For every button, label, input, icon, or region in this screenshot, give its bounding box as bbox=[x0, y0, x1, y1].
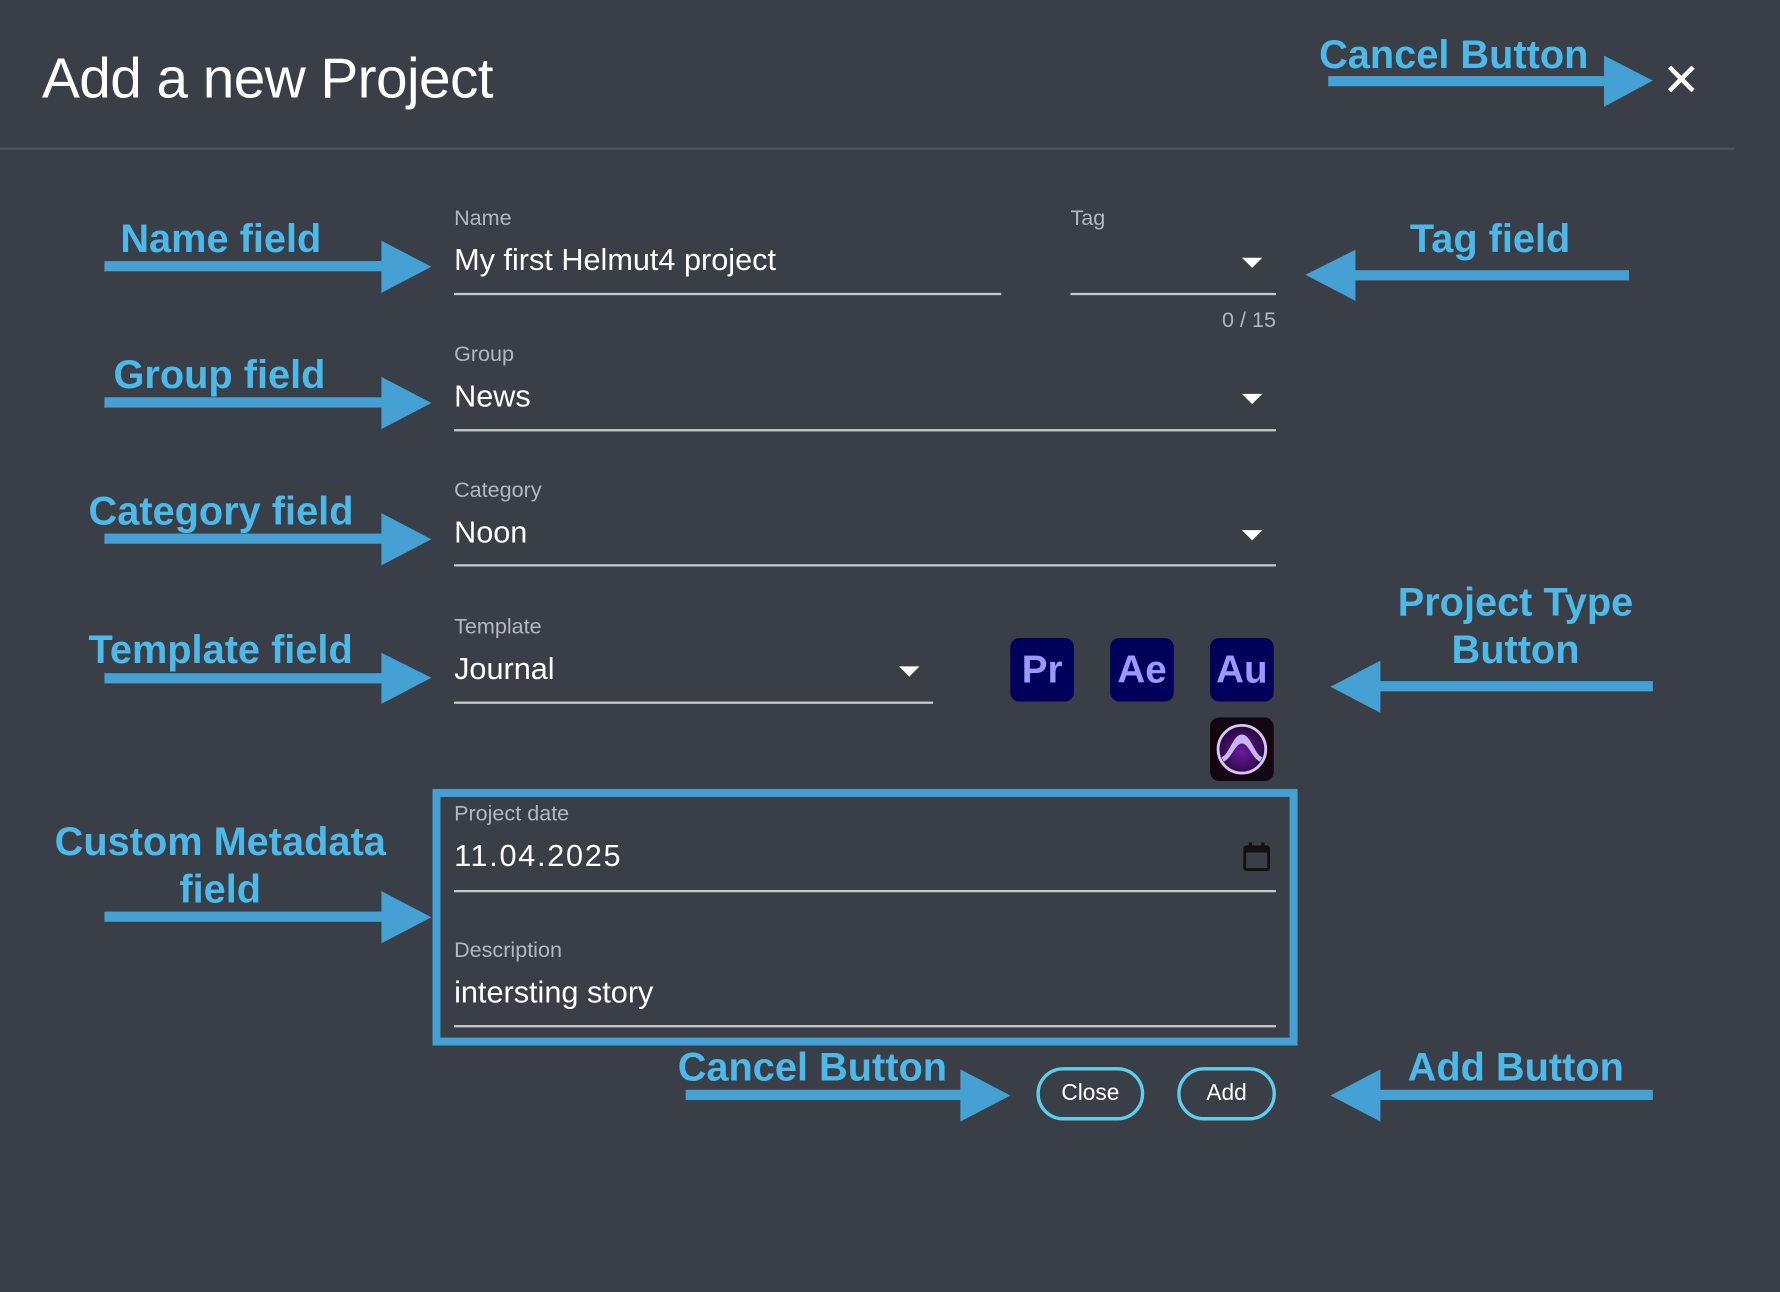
description-input[interactable]: intersting story bbox=[454, 975, 654, 1010]
calendar-icon[interactable] bbox=[1243, 842, 1271, 872]
annotation-tag: Tag field bbox=[1409, 216, 1571, 262]
annotation-custom-meta: Custom Metadata field bbox=[39, 818, 402, 913]
annotation-custom-meta-line2: field bbox=[179, 867, 262, 912]
group-select[interactable]: News bbox=[454, 379, 531, 414]
tag-label: Tag bbox=[1070, 206, 1106, 231]
template-label: Template bbox=[454, 615, 542, 640]
name-field[interactable]: Name My first Helmut4 project bbox=[454, 206, 1002, 298]
audition-button[interactable]: Au bbox=[1210, 637, 1274, 702]
template-underline bbox=[454, 701, 934, 704]
dialog-title: Add a new Project bbox=[42, 46, 494, 111]
group-label: Group bbox=[454, 342, 515, 367]
name-underline bbox=[454, 292, 1002, 296]
annotation-add: Add Button bbox=[1407, 1045, 1624, 1090]
category-field[interactable]: Category Noon bbox=[454, 479, 1276, 570]
template-select[interactable]: Journal bbox=[454, 651, 555, 686]
tag-counter: 0 / 15 bbox=[1221, 308, 1276, 333]
description-underline bbox=[454, 1025, 1276, 1028]
group-field[interactable]: Group News bbox=[454, 343, 1276, 434]
annotation-template: Template field bbox=[88, 627, 353, 673]
close-icon[interactable]: ✕ bbox=[1662, 55, 1701, 106]
template-field[interactable]: Template Journal bbox=[454, 615, 934, 706]
annotation-name: Name field bbox=[120, 216, 322, 262]
description-label: Description bbox=[454, 938, 562, 963]
after-effects-button[interactable]: Ae bbox=[1110, 637, 1174, 702]
add-button[interactable]: Add bbox=[1177, 1067, 1276, 1121]
chevron-down-icon[interactable] bbox=[899, 666, 920, 677]
name-label: Name bbox=[454, 206, 512, 231]
chevron-down-icon[interactable] bbox=[1241, 257, 1263, 268]
annotation-group: Group field bbox=[113, 353, 326, 398]
pro-tools-button[interactable] bbox=[1210, 717, 1274, 782]
tag-field[interactable]: Tag bbox=[1070, 206, 1276, 298]
group-underline bbox=[454, 429, 1276, 432]
header-divider bbox=[0, 147, 1735, 150]
name-input[interactable]: My first Helmut4 project bbox=[454, 242, 776, 277]
category-select[interactable]: Noon bbox=[454, 515, 528, 550]
annotation-cancel-top: Cancel Button bbox=[1319, 32, 1589, 78]
annotation-project-type-line1: Project Type bbox=[1397, 580, 1634, 625]
category-label: Category bbox=[454, 479, 542, 503]
tag-underline bbox=[1070, 292, 1276, 296]
project-date-label: Project date bbox=[454, 802, 570, 827]
chevron-down-icon[interactable] bbox=[1241, 530, 1263, 541]
project-date-field[interactable]: Project date 11.04.2025 bbox=[454, 803, 1276, 894]
annotation-project-type: Project Type Button bbox=[1357, 579, 1675, 674]
close-button[interactable]: Close bbox=[1036, 1067, 1145, 1121]
chevron-down-icon[interactable] bbox=[1241, 393, 1263, 405]
annotation-custom-meta-line1: Custom Metadata bbox=[54, 819, 386, 864]
project-date-underline bbox=[454, 889, 1276, 893]
premiere-pro-button[interactable]: Pr bbox=[1010, 637, 1074, 702]
custom-metadata-group bbox=[432, 788, 1298, 1046]
pro-tools-icon bbox=[1216, 723, 1268, 775]
project-date-input[interactable]: 11.04.2025 bbox=[454, 838, 623, 873]
annotation-category: Category field bbox=[88, 489, 354, 534]
annotation-project-type-line2: Button bbox=[1451, 627, 1580, 673]
description-field[interactable]: Description intersting story bbox=[454, 939, 1276, 1030]
annotation-cancel-bottom: Cancel Button bbox=[677, 1045, 948, 1090]
category-underline bbox=[454, 564, 1276, 567]
